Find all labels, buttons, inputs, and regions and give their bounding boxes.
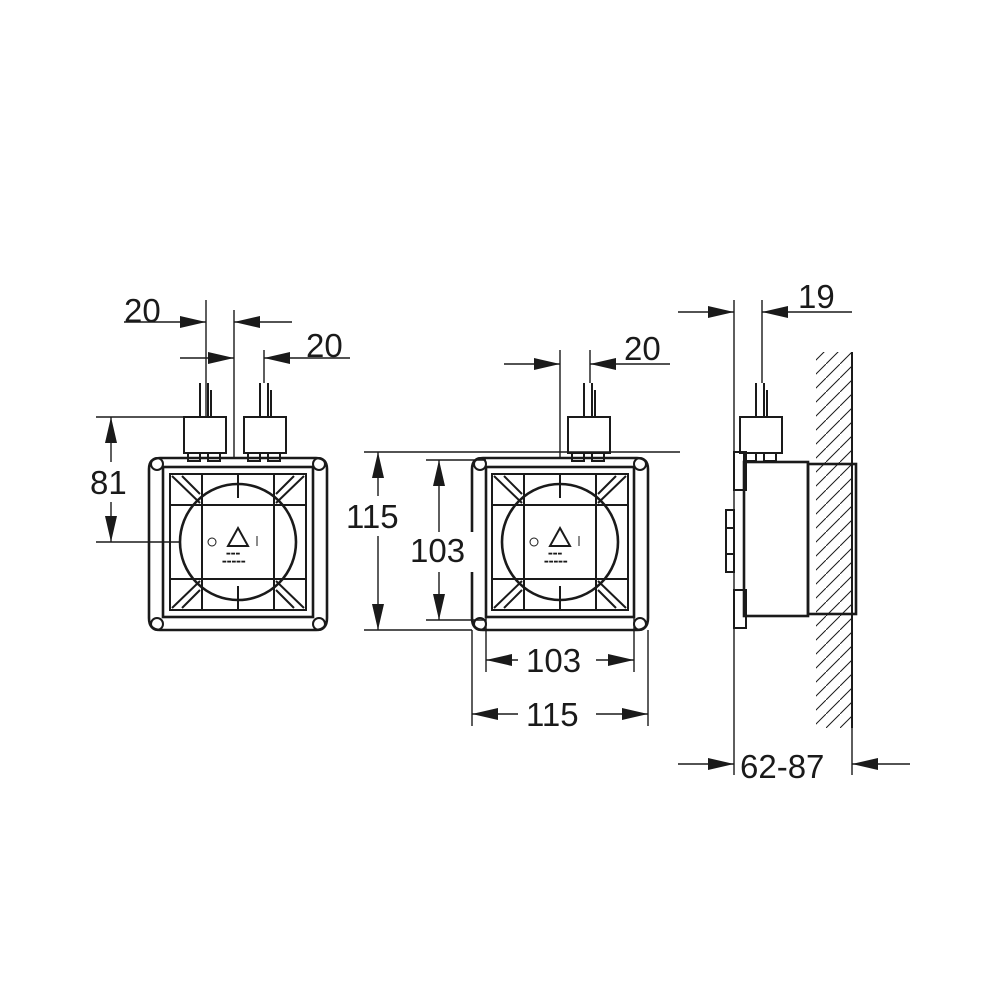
recycle-icon [548,525,572,547]
dim-mid-outer-width: 115 [526,696,579,733]
dim-mid-top-spacing: 20 [624,330,661,367]
dim-side-offset: 19 [798,278,835,315]
dim-side-depth: 62-87 [740,748,824,785]
front-view-one-connector: ▬▬▬ ▬▬▬▬▬ 20 115 103 [344,330,680,734]
front-view-two-connectors: ▬▬▬ ▬▬▬▬▬ 20 20 [88,292,350,632]
dim-left-top-spacing: 20 [124,292,161,329]
dim-mid-inner-height: 103 [410,532,465,569]
recycle-icon [226,525,250,547]
svg-text:▬▬▬▬▬: ▬▬▬▬▬ [222,559,246,565]
dim-mid-outer-height: 115 [346,498,399,535]
svg-text:▬▬▬: ▬▬▬ [226,551,240,557]
svg-text:▬▬▬▬▬: ▬▬▬▬▬ [544,559,568,565]
dim-left-side-spacing: 20 [306,327,343,364]
dim-mid-inner-width: 103 [526,642,581,679]
dim-left-height: 81 [90,464,127,501]
side-view-in-wall: 19 62-87 [678,278,910,785]
wall-hatch [816,352,852,728]
svg-text:▬▬▬: ▬▬▬ [548,551,562,557]
